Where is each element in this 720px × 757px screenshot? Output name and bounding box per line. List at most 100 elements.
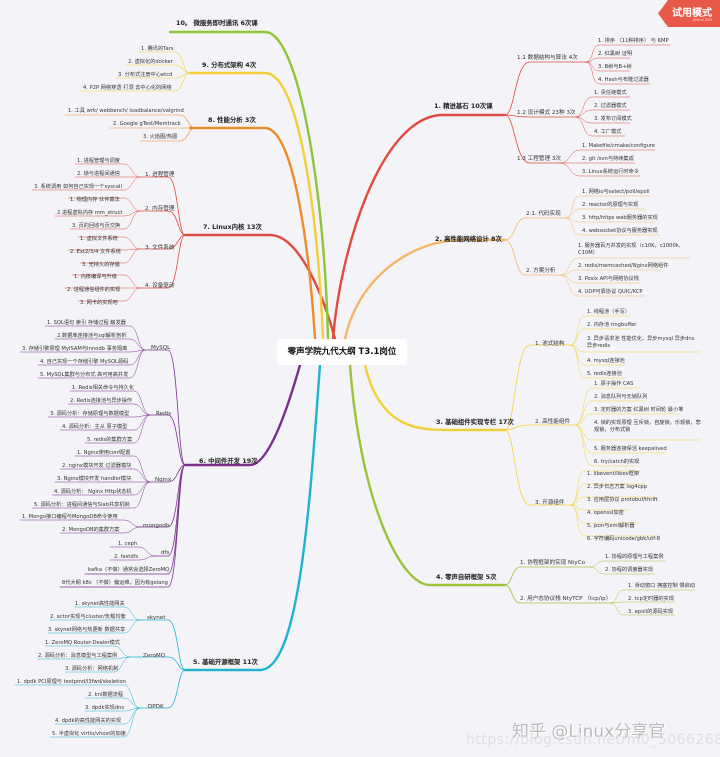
topic-branch-3[interactable]: 3. 基础组件实现专栏 17次: [436, 418, 514, 426]
leaf-topic[interactable]: 1. 滑动窗口 拥塞控制 慢启动: [628, 583, 695, 589]
leaf-topic[interactable]: 1. ZeroMQ Router-Dealer模式: [45, 640, 120, 646]
topic-branch-5[interactable]: 5. 基础开源框架 11次: [193, 658, 258, 666]
leaf-topic[interactable]: 1. Redis相关命令与持久化: [72, 385, 135, 391]
leaf-topic[interactable]: 5. 源码分析：进程间通信与Slab共享机制: [34, 502, 130, 508]
leaf-topic[interactable]: 3. B树与B+树: [598, 64, 632, 70]
leaf-topic[interactable]: 1. 内核编译与升级: [74, 274, 117, 280]
leaf-topic[interactable]: 5. json与xml解析器: [587, 523, 635, 529]
leaf-topic[interactable]: 2. 内存池 ringbuffer: [587, 322, 637, 328]
leaf-topic[interactable]: 3. 发布订阅模式: [594, 116, 632, 122]
subtopic[interactable]: 1. 协程框架的实现 NtyCo: [520, 560, 586, 566]
leaf-topic[interactable]: 4. websocket协议与服务器实现: [582, 228, 658, 234]
leaf-topic[interactable]: 2. MongoDB的集群方案: [62, 527, 120, 533]
leaf-topic[interactable]: 2. 源码分析：消息模型与工程案例: [38, 653, 118, 659]
leaf-topic[interactable]: 3. 系统调用 如何自己实现一个syscall: [34, 184, 122, 190]
topic-branch-7[interactable]: 7. Linux内核 13次: [203, 223, 262, 231]
leaf-topic[interactable]: 3. dpdk实现dns: [85, 705, 125, 711]
subtopic[interactable]: 2. 高性能组件: [535, 419, 571, 425]
subtopic[interactable]: Redis: [156, 411, 172, 417]
subtopic[interactable]: dfs: [161, 550, 170, 556]
topic-branch-4[interactable]: 4. 零声自研框架 5次: [436, 573, 497, 581]
leaf-topic[interactable]: 3. 分布式注册中心etcd: [118, 72, 173, 78]
leaf-topic[interactable]: 2. 协程的调度器实现: [605, 567, 654, 573]
leaf-topic[interactable]: 2. actor实现与cluster/负载均衡: [50, 614, 126, 620]
topic-branch-9[interactable]: 9. 分布式架构 4次: [202, 61, 257, 69]
subtopic[interactable]: 1. 池式结构: [535, 341, 565, 347]
leaf-topic[interactable]: 4. UDP可靠协议 QUIC/KCP: [578, 289, 643, 295]
subtopic[interactable]: 8代大纲 k8s （不做）偏运维，因为有golang: [62, 580, 168, 586]
leaf-topic[interactable]: 1. 工具 wrk/ webbench/ loadbalance/valgrin…: [68, 108, 184, 114]
leaf-topic[interactable]: 4. 源码分析：主从 原子模型: [62, 424, 128, 430]
leaf-topic[interactable]: 4. 源码分析： Nginx Http状态机: [54, 489, 132, 495]
trial-mode-badge[interactable]: 试用模式 XMind ZEN: [658, 0, 720, 27]
leaf-topic[interactable]: 1. 腾讯的Tars: [141, 46, 174, 52]
leaf-topic[interactable]: 3. skynet网络与热更新 数据共享: [48, 627, 126, 633]
leaf-topic[interactable]: 1. 网络io与select/poll/epoll: [582, 189, 650, 195]
leaf-topic[interactable]: 2. reactor的原理与实现: [582, 202, 639, 208]
leaf-topic[interactable]: 2. 进程通信组件的实现: [67, 287, 121, 293]
leaf-topic[interactable]: 1. ceph: [118, 541, 138, 547]
leaf-topic[interactable]: 1. 协程的原理与工程案例: [605, 554, 664, 560]
leaf-topic[interactable]: 1. Nginx使用conf配置: [77, 450, 131, 456]
leaf-topic[interactable]: 3. 无持久的存储: [82, 262, 120, 268]
leaf-topic[interactable]: 2. Google gTest/Memtrack: [113, 121, 181, 127]
leaf-topic[interactable]: 6. try/catch的实现: [594, 459, 640, 465]
leaf-topic[interactable]: 3. 火焰图/热图: [143, 134, 178, 140]
subtopic[interactable]: 2. 方案分析: [526, 268, 556, 274]
leaf-topic[interactable]: 2.进程虚拟内存 mm_struct: [57, 210, 123, 216]
leaf-topic[interactable]: 1. 责任链模式: [594, 90, 627, 96]
leaf-topic[interactable]: 2. 消息队列与无锁队列: [594, 394, 648, 400]
subtopic[interactable]: skynet: [147, 615, 166, 621]
subtopic[interactable]: MySQL: [151, 345, 171, 351]
leaf-topic[interactable]: 1. Mongo接口编程与MongoDB命令使用: [22, 514, 118, 520]
leaf-topic[interactable]: 4. 锁的实现原理 互斥锁，自旋锁，乐观锁，悲观锁，分布式锁: [594, 420, 701, 433]
subtopic[interactable]: 1.2 设计模式 23种 3次: [517, 110, 576, 116]
leaf-topic[interactable]: 3. 定时器的方案 红黑树 时间轮 最小堆: [594, 407, 684, 413]
leaf-topic[interactable]: 2. Ext2/3/4 文件系统: [70, 249, 121, 255]
subtopic[interactable]: 1.1 数据结构与算法 4次: [517, 55, 578, 61]
subtopic[interactable]: DPDK: [148, 704, 164, 710]
leaf-topic[interactable]: 5. redis连接池: [587, 371, 622, 377]
leaf-topic[interactable]: 1. 进程管理与调度: [77, 158, 120, 164]
leaf-topic[interactable]: 2. redis/memcached/Nginx网络组件: [578, 263, 669, 269]
leaf-topic[interactable]: 4. 工厂模式: [594, 129, 622, 135]
leaf-topic[interactable]: 2. 异步日志方案 log4cpp: [587, 484, 648, 490]
leaf-topic[interactable]: 2. 红黑树 证明: [598, 51, 633, 57]
leaf-topic[interactable]: 3. Nginx模块开发 handler模块: [57, 476, 132, 482]
leaf-topic[interactable]: 1. SQL语句 索引 存储过程 触发器: [47, 320, 126, 326]
leaf-topic[interactable]: 2. fastdfs: [114, 554, 139, 560]
leaf-topic[interactable]: 2. 虚拟化的docker: [128, 59, 173, 65]
leaf-topic[interactable]: 3. 异步请求池 性能优化，异步mysql 异步dns 异步redis: [587, 336, 695, 349]
leaf-topic[interactable]: 2. tcp定时器的实现: [628, 596, 674, 602]
leaf-topic[interactable]: 1. 线程池（手写）: [587, 309, 630, 315]
subtopic[interactable]: ZeroMQ: [143, 653, 166, 659]
topic-branch-2[interactable]: 2. 高性能网络设计 8次: [435, 235, 502, 243]
subtopic[interactable]: 4. 设备驱动: [145, 283, 175, 289]
leaf-topic[interactable]: 1. 物理内存 伙伴算法: [70, 197, 120, 203]
leaf-topic[interactable]: 3. Linux系统运行时命令: [582, 169, 639, 175]
leaf-topic[interactable]: 5. redis的集群方案: [87, 437, 133, 443]
leaf-topic[interactable]: 3. http/https web服务器的实现: [582, 215, 658, 221]
leaf-topic[interactable]: 3. 网卡的实现吧: [80, 300, 118, 306]
leaf-topic[interactable]: 3. 应用层协议 protobuf/thrift: [587, 497, 658, 503]
subtopic[interactable]: mongodb: [143, 523, 170, 529]
leaf-topic[interactable]: 1. libevent/libev框架: [587, 471, 640, 477]
leaf-topic[interactable]: 2. kni数据流程: [88, 692, 124, 698]
subtopic[interactable]: 2. 用户态协议栈 NtyTCP （tcp/ip）: [520, 596, 612, 602]
leaf-topic[interactable]: 2. Redis连接池与异步操作: [70, 398, 133, 404]
leaf-topic[interactable]: 4. dpdk的高性能网关的实现: [55, 718, 122, 724]
leaf-topic[interactable]: 2. nginx模块开发 过滤器模块: [62, 463, 132, 469]
leaf-topic[interactable]: 5. MySQL集群与分布式 高可用高并发: [40, 372, 129, 378]
leaf-topic[interactable]: 2. 锁与进程间通信: [77, 171, 120, 177]
leaf-topic[interactable]: 3. Posix API与网络协议栈: [578, 276, 639, 282]
leaf-topic[interactable]: 2.数据库连接池与sql解析剖析: [57, 333, 127, 339]
leaf-topic[interactable]: 4. mysql连接池: [587, 358, 625, 364]
subtopic[interactable]: 3. 文件系统: [145, 245, 175, 251]
leaf-topic[interactable]: 4. P2P 网络穿透 打洞 去中心化的网络: [83, 85, 172, 91]
leaf-topic[interactable]: 1. dpdk PCI原理与 testpmd/l3fwd/skeletion: [17, 679, 127, 685]
leaf-topic[interactable]: 2. git /svn与持续集成: [582, 156, 634, 162]
leaf-topic[interactable]: 6. 字符编码unicode/gbk/utf-8: [587, 536, 660, 542]
leaf-topic[interactable]: 1. 排序 （11种排序） 与 KMP: [598, 38, 669, 44]
leaf-topic[interactable]: 3. epoll的源码实现: [628, 609, 674, 615]
subtopic[interactable]: kafka（不做）通常会选择ZeroMQ: [88, 567, 170, 573]
